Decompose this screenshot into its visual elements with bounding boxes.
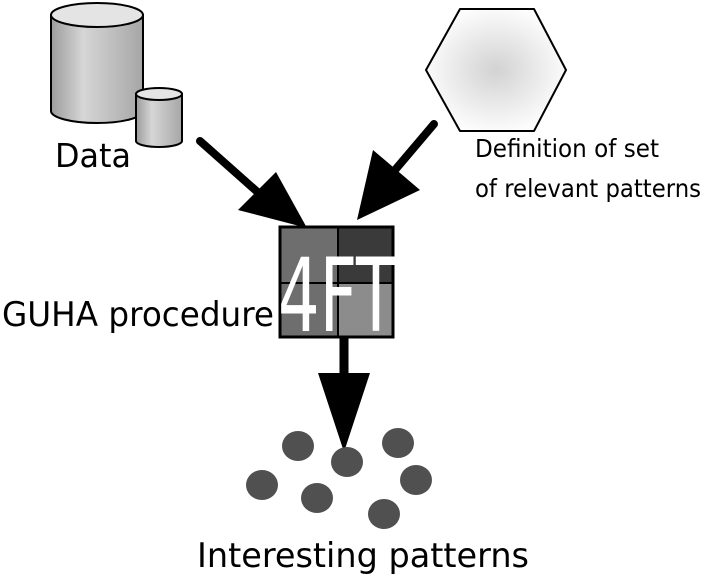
pattern-dot	[301, 483, 333, 513]
definition-label-line2: of relevant patterns	[475, 174, 701, 203]
pattern-dot	[382, 428, 414, 458]
pattern-dot	[368, 499, 400, 529]
procedure-label: GUHA procedure	[2, 295, 274, 335]
definition-label-line1: Definition of set	[475, 134, 659, 163]
pattern-dots	[246, 428, 432, 529]
hexagon-icon	[425, 8, 567, 132]
arrow-procedure-to-patterns	[318, 333, 370, 452]
four-fold-table-icon: 4FT	[278, 225, 396, 356]
arrow-definition-to-procedure	[357, 120, 438, 220]
data-label: Data	[55, 136, 131, 175]
arrow-data-to-procedure	[196, 137, 307, 228]
database-icon	[50, 2, 183, 148]
pattern-dot	[246, 470, 278, 500]
pattern-dot	[331, 447, 363, 477]
output-label: Interesting patterns	[197, 536, 529, 576]
pattern-dot	[282, 431, 314, 461]
four-fold-table-logo-text: 4FT	[278, 237, 396, 356]
pattern-dot	[400, 465, 432, 495]
